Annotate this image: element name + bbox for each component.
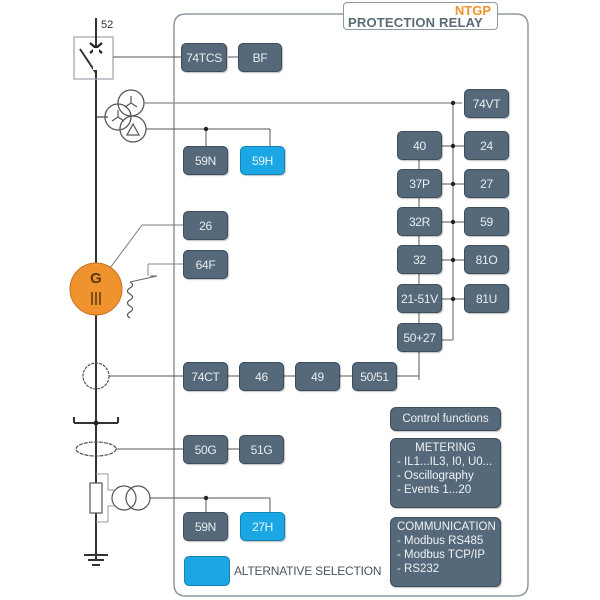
function-64f[interactable]: 64F (183, 250, 228, 279)
function-51g[interactable]: 51G (239, 435, 284, 464)
function-24[interactable]: 24 (464, 131, 509, 160)
circuit-breaker-52 (73, 18, 184, 80)
function-59n-top[interactable]: 59N (183, 146, 228, 175)
function-46[interactable]: 46 (239, 362, 284, 391)
breaker-label: 52 (101, 19, 114, 31)
voltage-transformer (96, 89, 462, 147)
function-50g[interactable]: 50G (183, 435, 228, 464)
function-bf[interactable]: BF (238, 43, 282, 72)
function-74ct[interactable]: 74CT (183, 362, 228, 391)
function-40[interactable]: 40 (397, 131, 442, 160)
function-50-51[interactable]: 50/51 (352, 362, 397, 391)
alternative-selection-label: ALTERNATIVE SELECTION (234, 564, 382, 578)
function-27[interactable]: 27 (464, 169, 509, 198)
product-subtitle: PROTECTION RELAY (348, 15, 483, 30)
title-box: NTGP PROTECTION RELAY (343, 2, 498, 30)
communication-item: - Modbus RS485 (397, 535, 484, 547)
function-81o[interactable]: 81O (464, 245, 509, 274)
function-59h[interactable]: 59H (240, 146, 285, 175)
function-59[interactable]: 59 (464, 207, 509, 236)
function-37p[interactable]: 37P (397, 169, 442, 198)
core-balance-ct (75, 441, 240, 457)
busbar-terminal (73, 417, 119, 426)
function-27h[interactable]: 27H (240, 512, 285, 541)
communication-header: COMMUNICATION (397, 521, 496, 533)
alternative-selection-swatch (184, 556, 230, 586)
function-32r[interactable]: 32R (397, 207, 442, 236)
communication-box: COMMUNICATION - Modbus RS485 - Modbus TC… (390, 517, 501, 587)
product-name: NTGP (454, 3, 491, 18)
function-74tcs[interactable]: 74TCS (181, 43, 227, 72)
control-functions-box[interactable]: Control functions (390, 407, 501, 431)
function-81u[interactable]: 81U (464, 284, 509, 313)
function-50-27[interactable]: 50+27 (397, 323, 442, 352)
generator-symbol (69, 224, 186, 316)
metering-header: METERING (415, 442, 476, 454)
function-59n-bottom[interactable]: 59N (183, 512, 228, 541)
function-74vt[interactable]: 74VT (464, 89, 509, 118)
metering-item: - Events 1...20 (397, 484, 472, 496)
earth-symbol (84, 554, 108, 566)
metering-box: METERING - IL1...IL3, I0, U0... - Oscill… (390, 438, 501, 508)
metering-item: - Oscillography (397, 470, 474, 482)
function-26[interactable]: 26 (183, 211, 228, 240)
relay-panel-border (173, 13, 529, 597)
grounding-resistor (89, 473, 271, 523)
generator-label: G (90, 270, 102, 287)
function-21-51v[interactable]: 21-51V (397, 284, 442, 313)
communication-item: - RS232 (397, 563, 440, 575)
communication-item: - Modbus TCP/IP (397, 549, 485, 561)
function-49[interactable]: 49 (295, 362, 340, 391)
rotor-winding (126, 263, 186, 319)
metering-item: - IL1...IL3, I0, U0... (397, 456, 493, 468)
function-32[interactable]: 32 (397, 245, 442, 274)
